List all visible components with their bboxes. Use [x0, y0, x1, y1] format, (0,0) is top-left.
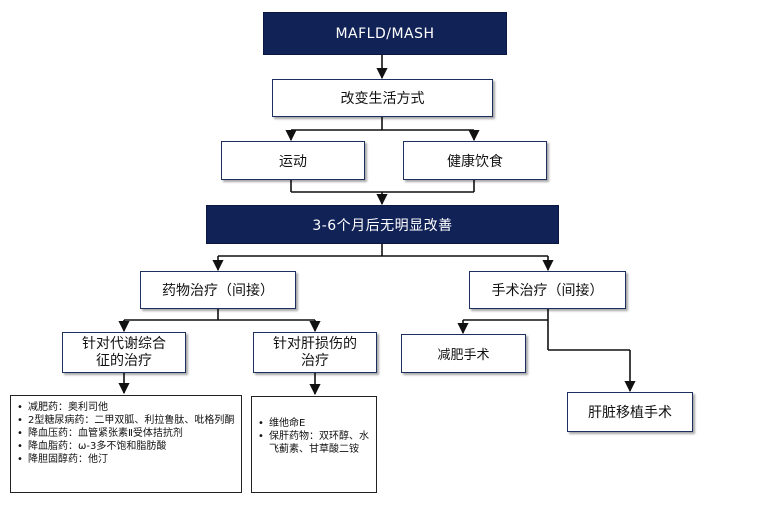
metabolic-label-line2: 征的治疗	[96, 352, 152, 369]
list-item: 降胆固醇药：他汀	[17, 453, 235, 466]
root-label: MAFLD/MASH	[335, 25, 435, 42]
list-item: 保肝药物：双环醇、水飞蓟素、甘草酸二铵	[258, 430, 370, 456]
list-item: 维他命E	[258, 417, 370, 430]
liver-damage-node: 针对肝损伤的 治疗	[253, 332, 377, 373]
transplant-node: 肝脏移植手术	[567, 392, 693, 432]
list-item: 2型糖尿病药：二甲双胍、利拉鲁肽、吡格列酮	[17, 414, 235, 427]
transplant-label: 肝脏移植手术	[588, 405, 672, 421]
root-node: MAFLD/MASH	[263, 12, 507, 55]
diet-node: 健康饮食	[403, 141, 547, 180]
no-improvement-node: 3-6个月后无明显改善	[206, 205, 559, 244]
liver-drug-list: 维他命E 保肝药物：双环醇、水飞蓟素、甘草酸二铵	[251, 396, 377, 493]
list-item: 减肥药：奥利司他	[17, 401, 235, 414]
list-item: 降血脂药：ω-3多不饱和脂肪酸	[17, 440, 235, 453]
metabolic-node: 针对代谢综合 征的治疗	[62, 332, 186, 373]
metabolic-label-line1: 针对代谢综合	[82, 335, 166, 352]
drug-therapy-node: 药物治疗（间接）	[140, 271, 296, 309]
diet-label: 健康饮食	[447, 153, 503, 170]
surgery-label: 手术治疗（间接）	[491, 283, 604, 299]
no-improvement-label: 3-6个月后无明显改善	[312, 217, 453, 234]
liver-label-line1: 针对肝损伤的	[273, 335, 357, 352]
bariatric-node: 减肥手术	[401, 334, 526, 373]
exercise-node: 运动	[221, 141, 365, 180]
lifestyle-label: 改变生活方式	[340, 91, 425, 107]
liver-label-line2: 治疗	[301, 352, 329, 369]
list-item: 降血压药：血管紧张素Ⅱ受体拮抗剂	[17, 427, 235, 440]
lifestyle-node: 改变生活方式	[272, 79, 493, 117]
bariatric-label: 减肥手术	[437, 348, 490, 363]
metabolic-drug-list: 减肥药：奥利司他 2型糖尿病药：二甲双胍、利拉鲁肽、吡格列酮 降血压药：血管紧张…	[10, 395, 242, 493]
surgery-node: 手术治疗（间接）	[469, 271, 626, 309]
drug-therapy-label: 药物治疗（间接）	[162, 283, 274, 299]
exercise-label: 运动	[279, 153, 307, 170]
